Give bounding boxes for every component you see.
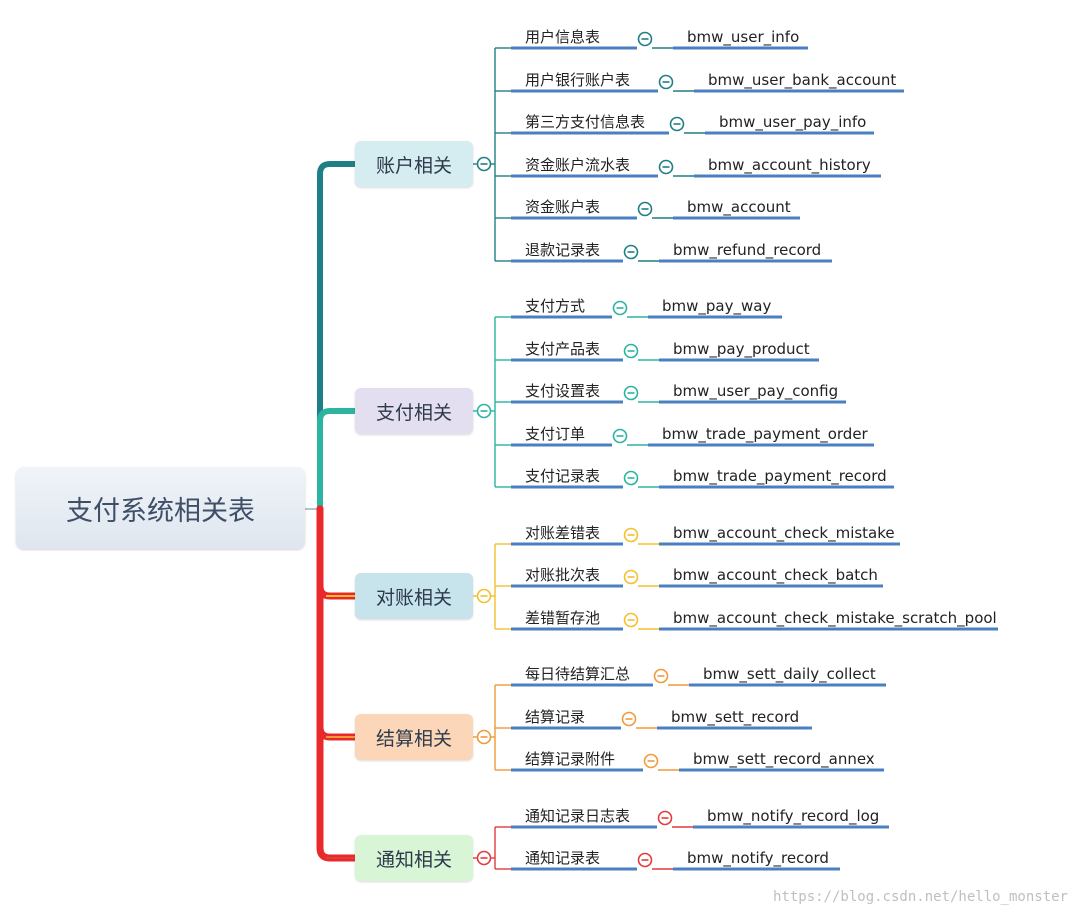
leaf-label[interactable]: 支付产品表 bbox=[525, 340, 601, 358]
leaf-label[interactable]: 结算记录 bbox=[525, 708, 586, 726]
trunk-branch-3 bbox=[316, 505, 359, 741]
collapse-icon[interactable] bbox=[476, 403, 492, 419]
leaf-label[interactable]: 用户银行账户表 bbox=[525, 71, 631, 89]
branch-node-label: 账户相关 bbox=[375, 154, 452, 177]
branch-node-1[interactable]: 支付相关 bbox=[355, 388, 473, 434]
leaf-label[interactable]: 通知记录表 bbox=[525, 849, 601, 867]
root-node[interactable]: 支付系统相关表 bbox=[16, 467, 305, 549]
trunk-branch-1 bbox=[317, 408, 358, 512]
branch-node-4[interactable]: 通知相关 bbox=[355, 835, 473, 881]
collapse-icon[interactable] bbox=[623, 343, 639, 359]
collapse-icon[interactable] bbox=[476, 850, 492, 866]
leaf-value[interactable]: bmw_notify_record_log bbox=[707, 807, 880, 825]
leaf-label[interactable]: 资金账户表 bbox=[525, 198, 601, 216]
branch-node-2[interactable]: 对账相关 bbox=[355, 573, 473, 619]
trunk-branch-4 bbox=[316, 505, 359, 862]
leaf-value[interactable]: bmw_notify_record bbox=[687, 849, 829, 867]
leaf-label[interactable]: 支付设置表 bbox=[525, 382, 601, 400]
leaf-value[interactable]: bmw_pay_product bbox=[673, 340, 810, 358]
trunk-branch-2 bbox=[316, 505, 359, 600]
leaf-value[interactable]: bmw_sett_record bbox=[671, 708, 800, 726]
collapse-icon[interactable] bbox=[623, 569, 639, 585]
leaf-value[interactable]: bmw_account bbox=[687, 198, 791, 216]
leaf-label[interactable]: 支付方式 bbox=[525, 297, 586, 315]
collapse-icon[interactable] bbox=[653, 668, 669, 684]
leaf-value[interactable]: bmw_account_history bbox=[708, 156, 871, 174]
collapse-icon[interactable] bbox=[476, 156, 492, 172]
collapse-icon[interactable] bbox=[623, 244, 639, 260]
branch-node-label: 结算相关 bbox=[375, 727, 452, 750]
leaf-label[interactable]: 退款记录表 bbox=[525, 241, 601, 259]
collapse-icon[interactable] bbox=[612, 300, 628, 316]
leaf-label[interactable]: 每日待结算汇总 bbox=[525, 665, 631, 683]
trunk-branch-0 bbox=[317, 161, 358, 512]
root-node-label: 支付系统相关表 bbox=[66, 495, 255, 527]
leaf-label[interactable]: 对账差错表 bbox=[525, 524, 601, 542]
collapse-icon[interactable] bbox=[637, 31, 653, 47]
collapse-icon[interactable] bbox=[623, 612, 639, 628]
branch-node-label: 支付相关 bbox=[375, 401, 452, 424]
leaf-value[interactable]: bmw_sett_daily_collect bbox=[703, 665, 876, 683]
collapse-icon[interactable] bbox=[637, 201, 653, 217]
leaf-label[interactable]: 支付记录表 bbox=[525, 467, 601, 485]
collapse-icon[interactable] bbox=[657, 810, 673, 826]
leaf-value[interactable]: bmw_refund_record bbox=[673, 241, 822, 259]
collapse-icon[interactable] bbox=[658, 159, 674, 175]
branch-node-label: 通知相关 bbox=[375, 848, 452, 871]
leaf-label[interactable]: 通知记录日志表 bbox=[525, 807, 631, 825]
branch-node-3[interactable]: 结算相关 bbox=[355, 714, 473, 760]
collapse-icon[interactable] bbox=[623, 385, 639, 401]
collapse-icon[interactable] bbox=[623, 527, 639, 543]
leaf-value[interactable]: bmw_account_check_batch bbox=[673, 566, 878, 584]
leaf-value[interactable]: bmw_sett_record_annex bbox=[693, 750, 875, 768]
leaf-label[interactable]: 结算记录附件 bbox=[525, 750, 616, 768]
collapse-icon[interactable] bbox=[623, 470, 639, 486]
collapse-icon[interactable] bbox=[669, 116, 685, 132]
collapse-icon[interactable] bbox=[621, 711, 637, 727]
collapse-icon[interactable] bbox=[658, 74, 674, 90]
leaf-value[interactable]: bmw_pay_way bbox=[662, 297, 772, 315]
leaf-value[interactable]: bmw_user_pay_info bbox=[719, 113, 867, 131]
leaf-value[interactable]: bmw_user_pay_config bbox=[673, 382, 839, 400]
leaf-label[interactable]: 对账批次表 bbox=[525, 566, 601, 584]
branch-node-label: 对账相关 bbox=[375, 586, 452, 609]
collapse-icon[interactable] bbox=[643, 753, 659, 769]
leaf-label[interactable]: 差错暂存池 bbox=[525, 609, 601, 627]
leaf-value[interactable]: bmw_account_check_mistake_scratch_pool bbox=[673, 609, 997, 627]
leaf-value[interactable]: bmw_trade_payment_order bbox=[662, 425, 868, 443]
leaf-label[interactable]: 支付订单 bbox=[525, 425, 586, 443]
leaf-label[interactable]: 第三方支付信息表 bbox=[525, 113, 646, 131]
leaf-value[interactable]: bmw_user_info bbox=[687, 28, 800, 46]
branch-node-0[interactable]: 账户相关 bbox=[355, 141, 473, 187]
watermark: https://blog.csdn.net/hello_monster bbox=[772, 889, 1068, 905]
collapse-icon[interactable] bbox=[476, 588, 492, 604]
leaf-label[interactable]: 资金账户流水表 bbox=[525, 156, 631, 174]
leaf-value[interactable]: bmw_user_bank_account bbox=[708, 71, 897, 89]
leaf-value[interactable]: bmw_trade_payment_record bbox=[673, 467, 887, 485]
collapse-icon[interactable] bbox=[637, 852, 653, 868]
leaf-value[interactable]: bmw_account_check_mistake bbox=[673, 524, 895, 542]
collapse-icon[interactable] bbox=[476, 729, 492, 745]
leaf-label[interactable]: 用户信息表 bbox=[525, 28, 601, 46]
collapse-icon[interactable] bbox=[612, 428, 628, 444]
